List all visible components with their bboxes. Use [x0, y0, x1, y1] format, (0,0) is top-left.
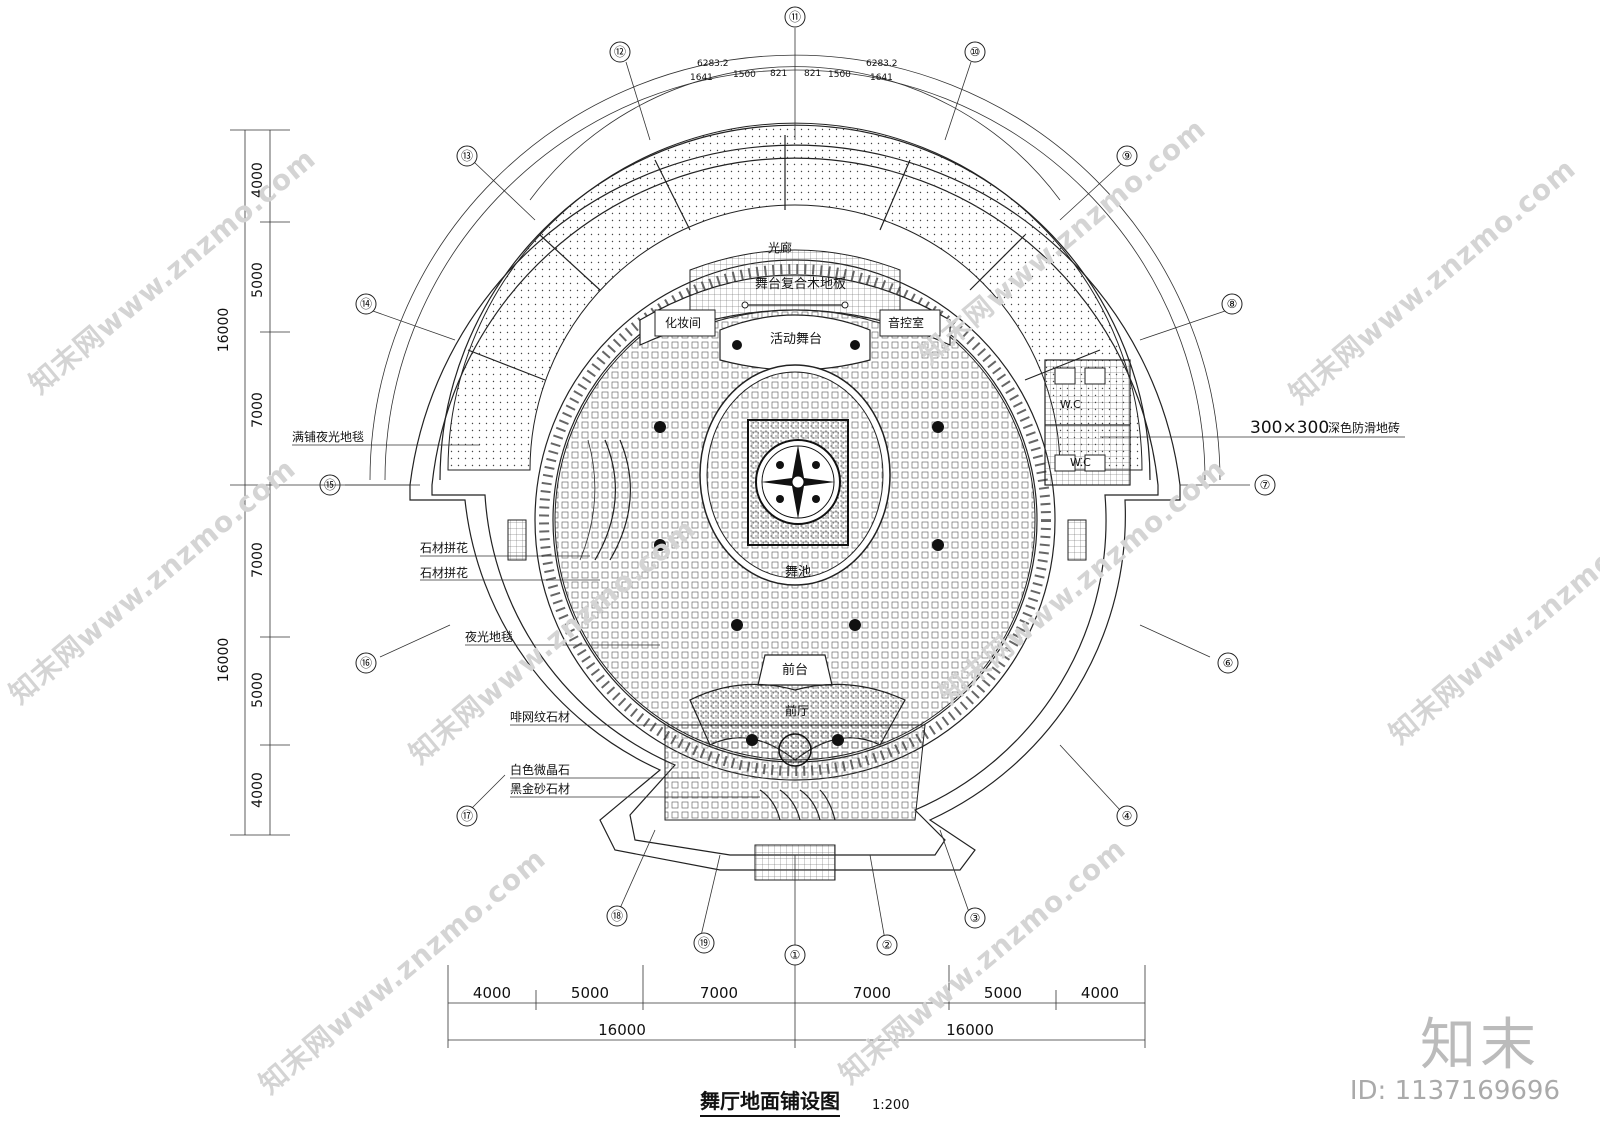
svg-text:4000: 4000	[250, 772, 266, 808]
svg-text:⑬: ⑬	[461, 149, 473, 163]
stage-area	[639, 249, 951, 371]
callout-labels: 满铺夜光地毯 石材拼花 石材拼花 夜光地毯 啡网纹石材 白色微晶石 黑金砂石材 …	[292, 418, 1400, 796]
svg-text:1641: 1641	[870, 73, 893, 83]
svg-text:⑫: ⑫	[614, 45, 626, 59]
drawing-title: 舞厅地面铺设图	[700, 1085, 840, 1117]
makeup-room-label: 化妆间	[665, 316, 701, 330]
svg-text:⑥: ⑥	[1223, 656, 1234, 670]
svg-text:6283.2: 6283.2	[866, 59, 898, 69]
svg-text:⑱: ⑱	[611, 909, 623, 923]
stage-floor-label: 舞台复合木地板	[755, 277, 846, 292]
side-stairs	[507, 519, 1087, 561]
svg-text:⑮: ⑮	[324, 478, 336, 492]
callout-tile-desc: 深色防滑地砖	[1328, 420, 1400, 435]
svg-text:②: ②	[882, 938, 893, 952]
callout-white-stone: 白色微晶石	[510, 762, 570, 777]
bottom-dimension-labels: 4000 5000 7000 7000 5000 4000 16000 1600…	[473, 984, 1119, 1039]
drawing-scale: 1:200	[872, 1098, 910, 1113]
svg-text:①: ①	[790, 948, 801, 962]
arc-dimension-labels: 821 821 1500 1500 1641 1641 6283.2 6283.…	[690, 59, 898, 83]
callout-stone-1: 石材拼花	[420, 540, 468, 555]
callout-leaders	[292, 436, 1405, 798]
svg-text:16000: 16000	[598, 1021, 646, 1039]
dance-pool-label: 舞池	[785, 565, 811, 580]
callout-gold-stone: 黑金砂石材	[510, 781, 570, 796]
svg-text:4000: 4000	[1081, 984, 1119, 1002]
top-partial-label: 光廊	[768, 240, 792, 255]
svg-text:⑰: ⑰	[461, 809, 473, 823]
svg-text:5000: 5000	[984, 984, 1022, 1002]
image-id: ID: 1137169696	[1349, 1076, 1560, 1106]
svg-text:16000: 16000	[216, 638, 232, 683]
axis-labels: ⑪ ⑫ ⑩ ⑬ ⑨ ⑭ ⑧ ⑮ ⑦ ⑯ ⑥ ⑰ ④ ⑱ ③ ⑲ ② ①	[324, 10, 1270, 962]
front-desk-label: 前台	[782, 662, 808, 678]
left-dimension-labels: 16000 4000 5000 7000 16000 7000 5000 400…	[216, 162, 266, 808]
svg-text:1641: 1641	[690, 73, 713, 83]
columns	[654, 340, 944, 631]
left-dimension-lines	[230, 129, 420, 836]
svg-text:④: ④	[1122, 809, 1133, 823]
lobby-label: 前厅	[785, 703, 809, 718]
svg-text:6283.2: 6283.2	[697, 59, 729, 69]
callout-tile-size: 300×300	[1250, 418, 1329, 438]
svg-text:⑩: ⑩	[970, 45, 981, 59]
svg-text:1500: 1500	[828, 70, 851, 80]
svg-text:4000: 4000	[473, 984, 511, 1002]
svg-text:⑪: ⑪	[789, 10, 801, 24]
svg-text:⑦: ⑦	[1260, 478, 1271, 492]
svg-text:⑨: ⑨	[1122, 149, 1133, 163]
wc-lower-label: W.C	[1070, 456, 1091, 469]
svg-text:⑯: ⑯	[360, 656, 372, 670]
svg-text:821: 821	[804, 69, 821, 79]
wc-block	[1044, 359, 1131, 486]
left-bar	[579, 439, 632, 561]
svg-text:7000: 7000	[853, 984, 891, 1002]
callout-mesh-stone: 啡网纹石材	[510, 710, 570, 724]
svg-text:821: 821	[770, 69, 787, 79]
movable-stage-label: 活动舞台	[770, 332, 822, 347]
lobby	[664, 654, 926, 881]
brand-logo: 知末	[1420, 1013, 1540, 1078]
room-labels: 光廊 舞台复合木地板 化妆间 音控室 活动舞台 舞池 前台 前厅 W.C W.C	[665, 240, 1091, 718]
svg-text:③: ③	[970, 911, 981, 925]
svg-text:16000: 16000	[216, 308, 232, 353]
svg-text:5000: 5000	[250, 672, 266, 708]
svg-text:1500: 1500	[733, 70, 756, 80]
svg-text:⑧: ⑧	[1227, 297, 1238, 311]
dance-pool	[699, 364, 891, 586]
sound-room-label: 音控室	[888, 315, 924, 330]
callout-stone-2: 石材拼花	[420, 565, 468, 580]
svg-text:4000: 4000	[250, 162, 266, 198]
svg-text:16000: 16000	[946, 1021, 994, 1039]
svg-text:5000: 5000	[571, 984, 609, 1002]
wc-upper-label: W.C	[1060, 398, 1081, 411]
svg-text:7000: 7000	[700, 984, 738, 1002]
callout-carpet-full: 满铺夜光地毯	[292, 429, 364, 444]
svg-text:7000: 7000	[250, 542, 266, 578]
svg-text:⑲: ⑲	[698, 936, 710, 950]
svg-text:7000: 7000	[250, 392, 266, 428]
svg-text:5000: 5000	[250, 262, 266, 298]
axis-markers	[319, 6, 1276, 966]
svg-text:⑭: ⑭	[360, 297, 372, 311]
bottom-dimension-lines	[447, 965, 1146, 1048]
callout-carpet: 夜光地毯	[465, 629, 513, 644]
carpet-segments	[447, 122, 1143, 471]
